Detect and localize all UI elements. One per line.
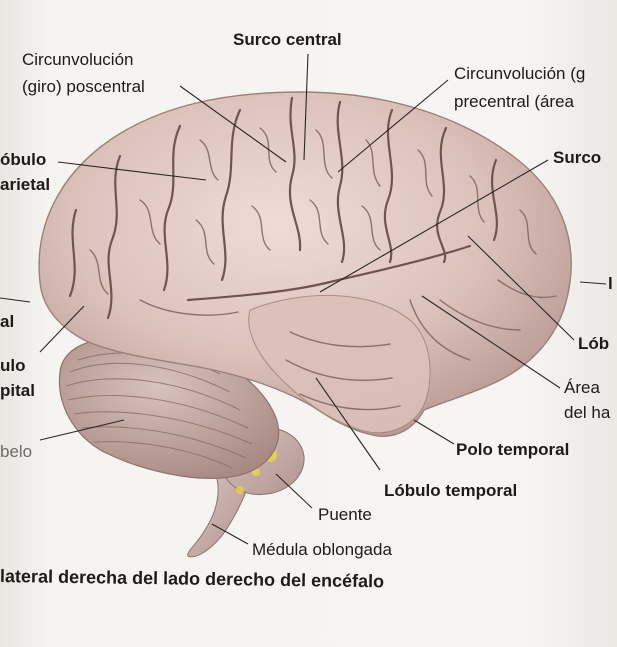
label-circ-precentral-line1: Circunvolución (g bbox=[454, 64, 586, 83]
leader-surco-central bbox=[303, 53, 309, 161]
leader-lobulo-temporal bbox=[315, 377, 381, 471]
leader-right-1 bbox=[579, 281, 607, 285]
lateral-sulcus-line bbox=[186, 244, 472, 302]
cerebrum bbox=[38, 91, 572, 437]
temporal-lobe bbox=[248, 294, 431, 434]
leader-left-2 bbox=[39, 305, 85, 353]
leader-puente bbox=[275, 473, 313, 509]
label-circ-poscentral-line2: (giro) poscentral bbox=[22, 77, 145, 96]
label-lobulo-temporal: Lóbulo temporal bbox=[384, 481, 518, 500]
leader-area bbox=[421, 295, 561, 389]
label-left-edge-2: ulo bbox=[0, 356, 26, 375]
leader-left-1 bbox=[0, 297, 31, 303]
leader-lobulo-parietal bbox=[57, 161, 207, 181]
medulla-oblongata bbox=[187, 469, 253, 558]
label-surco: Surco bbox=[553, 148, 602, 167]
leader-medula bbox=[211, 523, 249, 545]
leader-surco bbox=[319, 159, 549, 293]
label-area-line1: Área bbox=[564, 378, 600, 397]
label-polo-temporal: Polo temporal bbox=[456, 440, 570, 459]
label-puente: Puente bbox=[318, 505, 372, 524]
label-medula-oblongada: Médula oblongada bbox=[252, 540, 392, 559]
label-circ-poscentral-line1: Circunvolución bbox=[22, 50, 134, 69]
label-left-edge-3: pital bbox=[0, 381, 35, 400]
label-lobulo-right: Lób bbox=[578, 334, 610, 353]
label-area-line2: del ha bbox=[564, 403, 611, 422]
central-sulcus-line bbox=[288, 96, 302, 252]
sulci bbox=[68, 96, 498, 320]
label-circ-precentral-line2: precentral (área bbox=[454, 92, 575, 111]
leader-circ-precentral bbox=[337, 79, 449, 173]
leader-circ-poscentral bbox=[179, 85, 287, 163]
leader-polo-temporal bbox=[413, 419, 455, 445]
label-left-edge-4: belo bbox=[0, 442, 33, 461]
leader-lines bbox=[0, 53, 607, 545]
label-surco-central: Surco central bbox=[233, 30, 342, 49]
label-lobulo-parietal-line2: arietal bbox=[0, 175, 51, 194]
leader-lob bbox=[467, 235, 575, 341]
label-right-edge: l bbox=[608, 274, 613, 293]
cranial-nerve-highlight-3 bbox=[236, 486, 244, 494]
leader-left-3 bbox=[39, 419, 125, 441]
label-left-edge-1: al bbox=[0, 312, 15, 331]
label-lobulo-parietal-line1: óbulo bbox=[0, 150, 47, 169]
